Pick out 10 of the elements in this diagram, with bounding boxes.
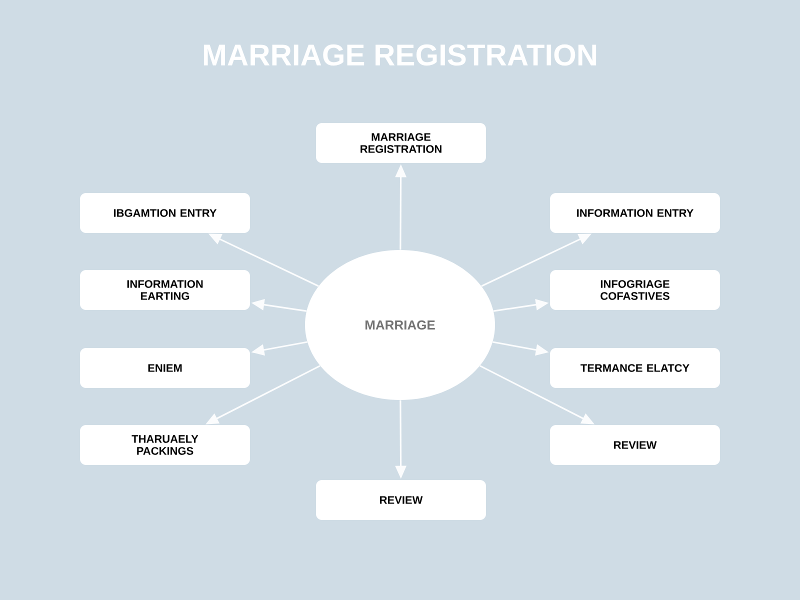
process-box: INFORMATION EARTING [80,270,250,310]
process-box: MARRIAGE REGISTRATION [316,123,486,163]
process-box: INFOGRIAGE COFASTIVES [550,270,720,310]
process-box: IBGAMTION ENTRY [80,193,250,233]
process-box: REVIEW [550,425,720,465]
process-box: INFORMATION ENTRY [550,193,720,233]
process-box: TERMANCE ELATCY [550,348,720,388]
process-box: ENIEM [80,348,250,388]
process-box: REVIEW [316,480,486,520]
process-box: THARUAELY PACKINGS [80,425,250,465]
